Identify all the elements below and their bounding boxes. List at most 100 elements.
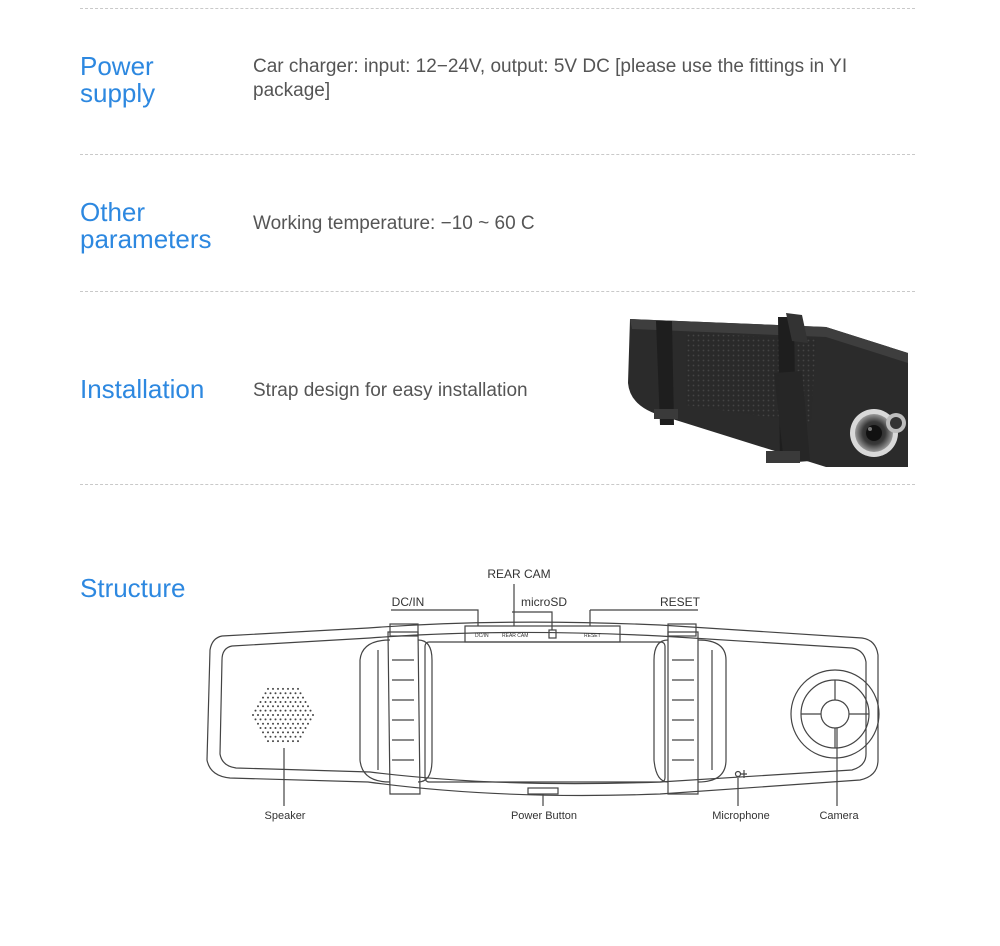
speaker-hole [269,735,272,738]
speaker-hole [299,701,302,703]
speaker-hole [267,740,269,743]
structure-title: Structure [80,575,280,602]
speaker-hole [274,701,277,703]
speaker-hole [272,696,274,699]
speaker-hole [297,740,299,743]
speaker-hole [262,731,264,734]
speaker-hole [279,718,282,721]
speaker-hole [262,705,264,708]
speaker-hole [262,696,264,699]
speaker-hole [302,705,304,708]
speaker-hole [264,735,267,738]
other-parameters-text: Working temperature: −10 ~ 60 C [253,212,535,236]
speaker-hole [307,714,309,716]
speaker-hole [289,701,292,703]
speaker-hole [287,687,289,690]
speaker-hole [304,718,307,721]
camera-outer-ring [790,669,880,759]
speaker-hole [267,722,269,725]
speaker-hole [309,718,312,721]
speaker-hole [284,735,287,738]
speaker-hole [284,701,287,703]
speaker-hole [259,709,262,712]
speaker-hole [302,714,304,716]
speaker-hole [277,722,279,725]
speaker-hole [292,740,294,743]
speaker-hole [287,696,289,699]
other-parameters-text-line1: Working temperature: −10 ~ 60 C [253,213,535,234]
speaker-hole [282,740,284,743]
label-reset: RESET [660,595,701,609]
speaker-hole [309,709,312,712]
speaker-hole [257,705,259,708]
speaker-hole [282,705,284,708]
speaker-hole [297,696,299,699]
speaker-hole [297,705,299,708]
speaker-hole [272,705,274,708]
speaker-hole [272,714,274,716]
installation-text: Strap design for easy installation [253,379,528,403]
label-dc-in: DC/IN [392,595,425,609]
microphone-hole [734,770,742,778]
label-power-button: Power Button [511,810,577,822]
speaker-hole [267,714,269,716]
speaker-hole [292,705,294,708]
speaker-hole [282,722,284,725]
speaker-hole [257,722,259,725]
speaker-hole [264,718,267,721]
speaker-hole [294,709,297,712]
speaker-hole [289,735,292,738]
speaker-hole [282,731,284,734]
leader-microsd [512,611,553,630]
divider-3 [80,484,915,485]
speaker-hole [299,735,302,738]
speaker-hole [262,714,264,716]
speaker-hole [292,714,294,716]
power-supply-title-line2: supply [80,78,156,108]
speaker-hole [264,727,267,729]
other-parameters-title-line1: Other [80,197,146,227]
speaker-hole [284,709,287,712]
speaker-hole [279,735,282,738]
speaker-hole [292,731,294,734]
speaker-hole [299,727,302,729]
other-parameters-title: Other parameters [80,199,240,253]
speaker-hole [307,722,309,725]
speaker-hole [254,709,257,712]
speaker-hole [269,692,272,695]
speaker-hole [259,718,262,721]
port-strip [464,625,621,643]
installation-title: Installation [80,376,280,403]
speaker-hole [289,718,292,721]
leader-dc-in [391,609,479,626]
speaker-hole [267,687,269,690]
mirror-inner-outline [219,631,867,785]
speaker-grille [252,687,314,743]
speaker-hole [259,727,262,729]
speaker-hole [277,740,279,743]
speaker-hole [284,727,287,729]
screen-outline [424,641,666,783]
speaker-hole [269,701,272,703]
label-rear-cam: REAR CAM [487,567,550,581]
right-strap [667,631,699,795]
speaker-hole [302,722,304,725]
speaker-hole [302,696,304,699]
left-strap [387,631,421,795]
speaker-hole [277,731,279,734]
dashcam-mirror-photo [626,313,908,467]
speaker-hole [272,731,274,734]
speaker-hole [287,740,289,743]
speaker-hole [287,705,289,708]
speaker-hole [304,701,307,703]
speaker-hole [269,718,272,721]
speaker-hole [299,692,302,695]
speaker-hole [279,709,282,712]
speaker-hole [292,687,294,690]
speaker-hole [294,701,297,703]
structure-diagram: DC/IN REAR CAM RESET REAR CAM DC/IN micr… [200,560,890,830]
speaker-hole [294,692,297,695]
speaker-hole [287,731,289,734]
speaker-hole [289,709,292,712]
speaker-hole [272,740,274,743]
